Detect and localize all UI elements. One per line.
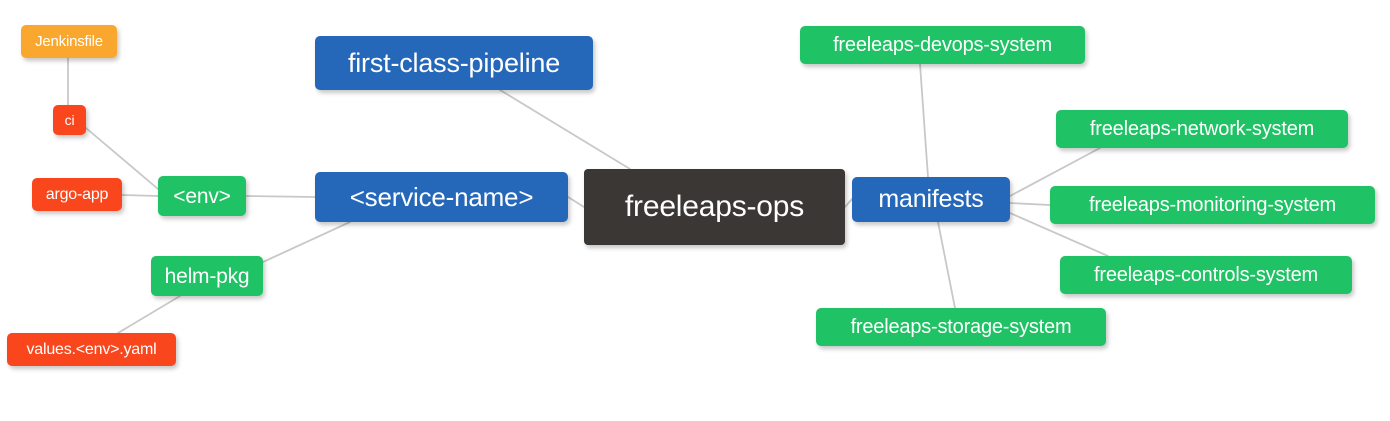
node-freeleaps-network-system[interactable]: freeleaps-network-system (1056, 110, 1348, 148)
node-values-env-yaml[interactable]: values.<env>.yaml (7, 333, 176, 366)
node-ci[interactable]: ci (53, 105, 86, 135)
node-freeleaps-monitoring-system[interactable]: freeleaps-monitoring-system (1050, 186, 1375, 224)
node-label-env: <env> (173, 184, 231, 208)
node-label-jenkinsfile: Jenkinsfile (35, 33, 103, 50)
edge-service-name-to-env (245, 195, 316, 198)
edge-env-to-argo-app (121, 194, 159, 197)
edge-manifests-to-freeleaps-devops-system (919, 63, 929, 178)
node-first-class-pipeline[interactable]: first-class-pipeline (315, 36, 593, 90)
node-label-freeleaps-devops-system: freeleaps-devops-system (833, 34, 1052, 56)
node-service-name[interactable]: <service-name> (315, 172, 568, 222)
node-jenkinsfile[interactable]: Jenkinsfile (21, 25, 117, 58)
node-label-first-class-pipeline: first-class-pipeline (347, 47, 561, 78)
node-label-manifests: manifests (878, 185, 984, 213)
node-label-argo-app: argo-app (45, 185, 109, 203)
node-helm-pkg[interactable]: helm-pkg (151, 256, 263, 296)
node-label-freeleaps-network-system: freeleaps-network-system (1089, 118, 1315, 140)
node-env[interactable]: <env> (158, 176, 246, 216)
edge-freeleaps-ops-to-first-class-pipeline (499, 89, 631, 170)
node-label-freeleaps-controls-system: freeleaps-controls-system (1094, 264, 1318, 286)
node-label-freeleaps-ops: freeleaps-ops (624, 190, 805, 223)
edge-manifests-to-freeleaps-storage-system (937, 221, 956, 309)
edge-manifests-to-freeleaps-monitoring-system (1009, 202, 1051, 206)
node-label-values-env-yaml: values.<env>.yaml (26, 340, 157, 358)
node-label-helm-pkg: helm-pkg (164, 264, 250, 288)
node-label-service-name: <service-name> (349, 182, 534, 212)
node-manifests[interactable]: manifests (852, 177, 1010, 222)
node-freeleaps-devops-system[interactable]: freeleaps-devops-system (800, 26, 1085, 64)
node-freeleaps-ops[interactable]: freeleaps-ops (584, 169, 845, 245)
edge-service-name-to-helm-pkg (262, 221, 351, 263)
node-argo-app[interactable]: argo-app (32, 178, 122, 211)
node-label-freeleaps-storage-system: freeleaps-storage-system (850, 316, 1072, 338)
node-label-freeleaps-monitoring-system: freeleaps-monitoring-system (1089, 194, 1336, 216)
node-freeleaps-controls-system[interactable]: freeleaps-controls-system (1060, 256, 1352, 294)
node-freeleaps-storage-system[interactable]: freeleaps-storage-system (816, 308, 1106, 346)
edge-freeleaps-ops-to-manifests (844, 198, 853, 208)
edge-freeleaps-ops-to-service-name (567, 196, 585, 208)
edge-helm-pkg-to-values-env-yaml (117, 295, 181, 334)
node-label-ci: ci (64, 112, 75, 128)
